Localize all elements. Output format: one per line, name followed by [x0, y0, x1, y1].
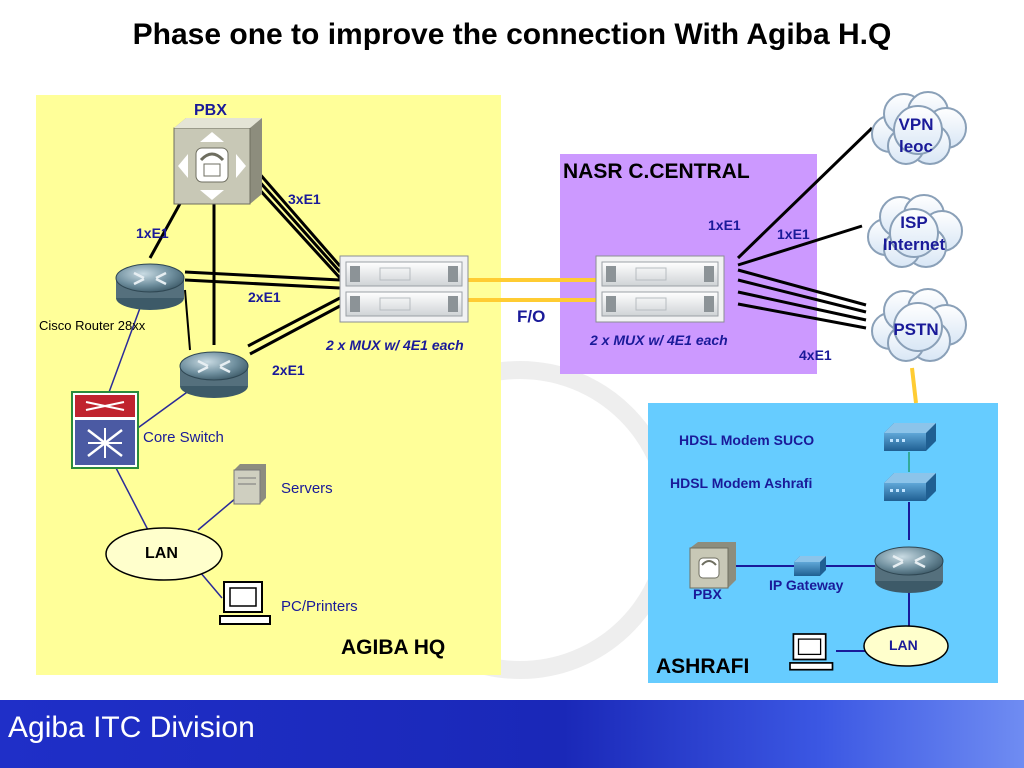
pstn-cloud-label: PSTN [893, 320, 939, 339]
agiba-mux-icon [339, 255, 469, 323]
hdsl-modem-ashrafi-icon [884, 473, 936, 501]
agiba-links [148, 171, 342, 356]
ashrafi-links [736, 452, 910, 652]
nasr-central-zone-label: NASR C.CENTRAL [563, 160, 750, 183]
fiber-links [468, 278, 596, 302]
cisco-router-label: Cisco Router 28xx [39, 318, 146, 333]
server-icon [233, 464, 266, 505]
ashrafi-lan-label: LAN [889, 637, 918, 653]
core-switch-label: Core Switch [143, 429, 224, 446]
agiba-lan-links [107, 307, 237, 599]
ashrafi-router-icon [873, 545, 945, 595]
nasr-mux-label: 2 x MUX w/ 4E1 each [590, 332, 728, 348]
nasr-link-1xe1-label-b: 1xE1 [777, 226, 810, 242]
nasr-link-4xe1-label: 4xE1 [799, 347, 832, 363]
pbx-icon [173, 118, 262, 205]
ashrafi-zone-label: ASHRAFI [656, 655, 750, 678]
fiber-optic-label: F/O [517, 307, 546, 326]
isp-cloud-label: ISP Internet [872, 212, 956, 256]
vpn-label-line2: leoc [898, 137, 934, 156]
nasr-links [736, 126, 874, 330]
pbx-label: PBX [194, 102, 227, 119]
hdsl-modem-suco-icon [884, 423, 936, 451]
footer-title: Agiba ITC Division [8, 711, 255, 744]
link-1xe1-label: 1xE1 [136, 225, 169, 241]
hdsl-modem-ashrafi-label: HDSL Modem Ashrafi [670, 475, 813, 491]
isp-label-line1: ISP [900, 213, 928, 232]
agiba-lan-label: LAN [145, 545, 178, 562]
pstn-ashrafi-link [910, 367, 918, 404]
ip-gateway-label: IP Gateway [769, 577, 844, 593]
ip-gateway-icon [794, 556, 826, 576]
nasr-link-1xe1-label-a: 1xE1 [708, 217, 741, 233]
isp-label-line2: Internet [882, 235, 946, 254]
slide-title: Phase one to improve the connection With… [132, 18, 892, 51]
agiba-lan-ellipse [105, 527, 223, 581]
router-icon [178, 350, 250, 400]
vpn-cloud-label: VPN leoc [876, 114, 956, 158]
ashrafi-pbx-label: PBX [693, 586, 722, 602]
nasr-mux-icon [595, 255, 725, 323]
cisco-router-icon [114, 262, 186, 312]
ashrafi-lan-ellipse [863, 625, 949, 667]
footer-bar [0, 700, 1024, 768]
hdsl-modem-suco-label: HDSL Modem SUCO [679, 432, 815, 448]
link-3xe1-label: 3xE1 [288, 191, 321, 207]
network-diagram [36, 91, 998, 683]
link-2xe1-label-a: 2xE1 [248, 289, 281, 305]
servers-label: Servers [281, 480, 333, 497]
link-2xe1-label-b: 2xE1 [272, 362, 305, 378]
ashrafi-pbx-icon [689, 542, 736, 589]
agiba-mux-label: 2 x MUX w/ 4E1 each [326, 337, 464, 353]
pc-printer-icon [219, 581, 271, 625]
agiba-hq-zone-label: AGIBA HQ [341, 636, 446, 659]
vpn-label-line1: VPN [898, 115, 934, 134]
ashrafi-pc-icon [789, 633, 834, 671]
core-switch-icon [71, 391, 139, 469]
pc-printers-label: PC/Printers [281, 598, 358, 615]
